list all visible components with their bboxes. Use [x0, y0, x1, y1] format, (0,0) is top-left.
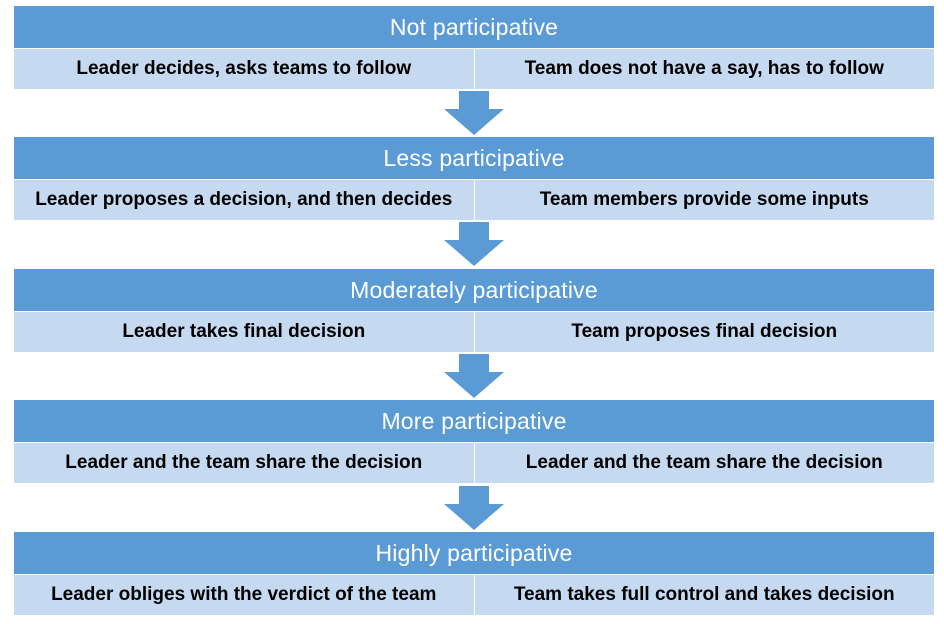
team-role-cell: Team takes full control and takes decisi…	[473, 575, 934, 615]
level-title: Moderately participative	[14, 269, 934, 311]
level-more-participative: More participative Leader and the team s…	[14, 400, 934, 483]
team-role-cell: Team members provide some inputs	[473, 180, 934, 220]
level-not-participative: Not participative Leader decides, asks t…	[14, 6, 934, 89]
leader-role-cell: Leader and the team share the decision	[14, 443, 474, 483]
leader-role-cell: Leader proposes a decision, and then dec…	[14, 180, 474, 220]
down-arrow-icon	[444, 354, 504, 398]
level-title: Less participative	[14, 137, 934, 179]
level-moderately-participative: Moderately participative Leader takes fi…	[14, 269, 934, 352]
down-arrow-icon	[444, 486, 504, 530]
leader-role-cell: Leader takes final decision	[14, 312, 474, 352]
team-role-cell: Team does not have a say, has to follow	[473, 49, 934, 89]
leader-role-cell: Leader obliges with the verdict of the t…	[14, 575, 474, 615]
level-title: Not participative	[14, 6, 934, 48]
level-less-participative: Less participative Leader proposes a dec…	[14, 137, 934, 220]
level-detail-row: Leader obliges with the verdict of the t…	[14, 575, 934, 615]
level-detail-row: Leader and the team share the decision L…	[14, 443, 934, 483]
level-title: More participative	[14, 400, 934, 442]
level-detail-row: Leader decides, asks teams to follow Tea…	[14, 49, 934, 89]
level-detail-row: Leader takes final decision Team propose…	[14, 312, 934, 352]
leader-role-cell: Leader decides, asks teams to follow	[14, 49, 474, 89]
down-arrow-icon	[444, 91, 504, 135]
level-title: Highly participative	[14, 532, 934, 574]
down-arrow-icon	[444, 222, 504, 266]
team-role-cell: Team proposes final decision	[473, 312, 934, 352]
level-detail-row: Leader proposes a decision, and then dec…	[14, 180, 934, 220]
level-highly-participative: Highly participative Leader obliges with…	[14, 532, 934, 615]
team-role-cell: Leader and the team share the decision	[473, 443, 934, 483]
